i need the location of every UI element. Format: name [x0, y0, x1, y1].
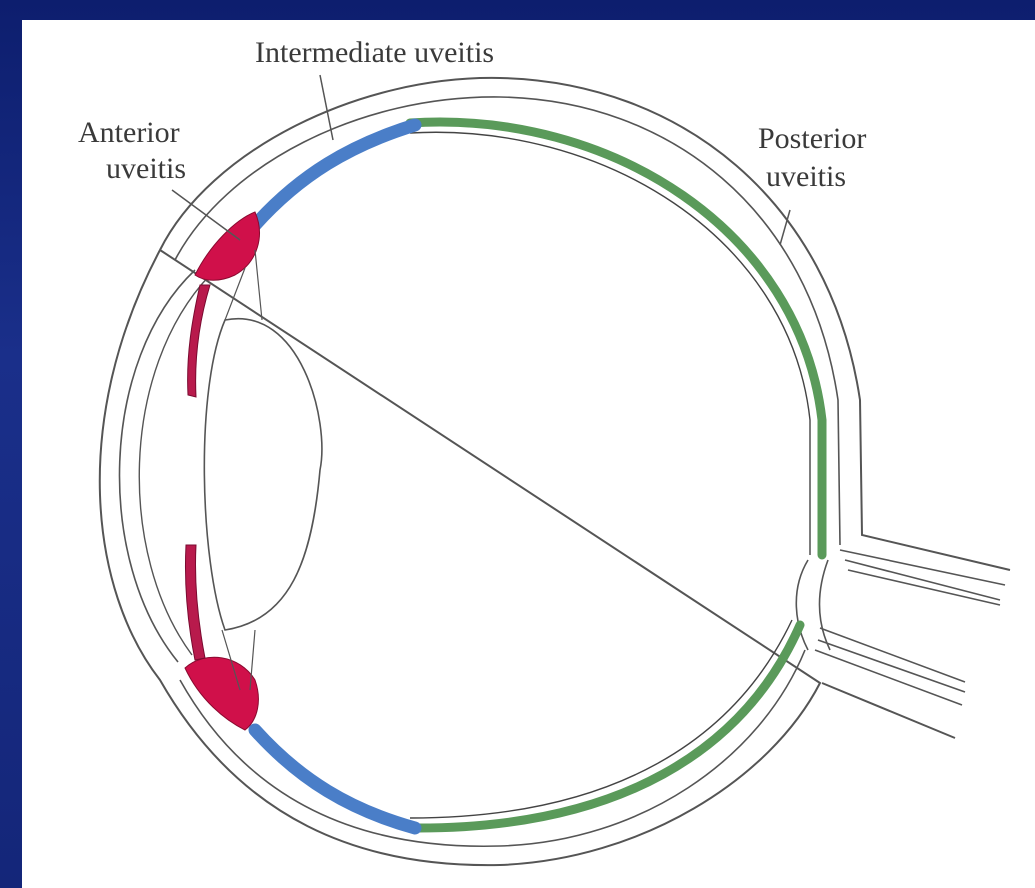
zonule-fibers — [222, 250, 262, 690]
posterior-uveitis-label-line1: Posterior — [758, 122, 866, 155]
anterior-ciliary-body-upper — [195, 212, 259, 280]
iris-upper — [188, 285, 210, 397]
intermediate-uveitis-label: Intermediate uveitis — [255, 36, 494, 69]
cornea-outline — [119, 270, 195, 662]
retina-inner-line — [410, 132, 810, 555]
anterior-uveitis-label-line1: Anterior — [78, 116, 180, 149]
posterior-uvea-band-lower — [410, 625, 800, 828]
sclera-outer-outline — [100, 78, 1010, 865]
intermediate-uvea-band-lower — [255, 730, 415, 828]
anterior-ciliary-body-lower — [185, 657, 258, 730]
lens — [204, 319, 322, 630]
anterior-uveitis-label-line2: uveitis — [106, 152, 186, 185]
posterior-uveitis-label-line2: uveitis — [766, 160, 846, 193]
iris-lower — [185, 545, 205, 660]
intermediate-uvea-band-upper — [255, 125, 415, 225]
optic-nerve — [796, 550, 1005, 705]
